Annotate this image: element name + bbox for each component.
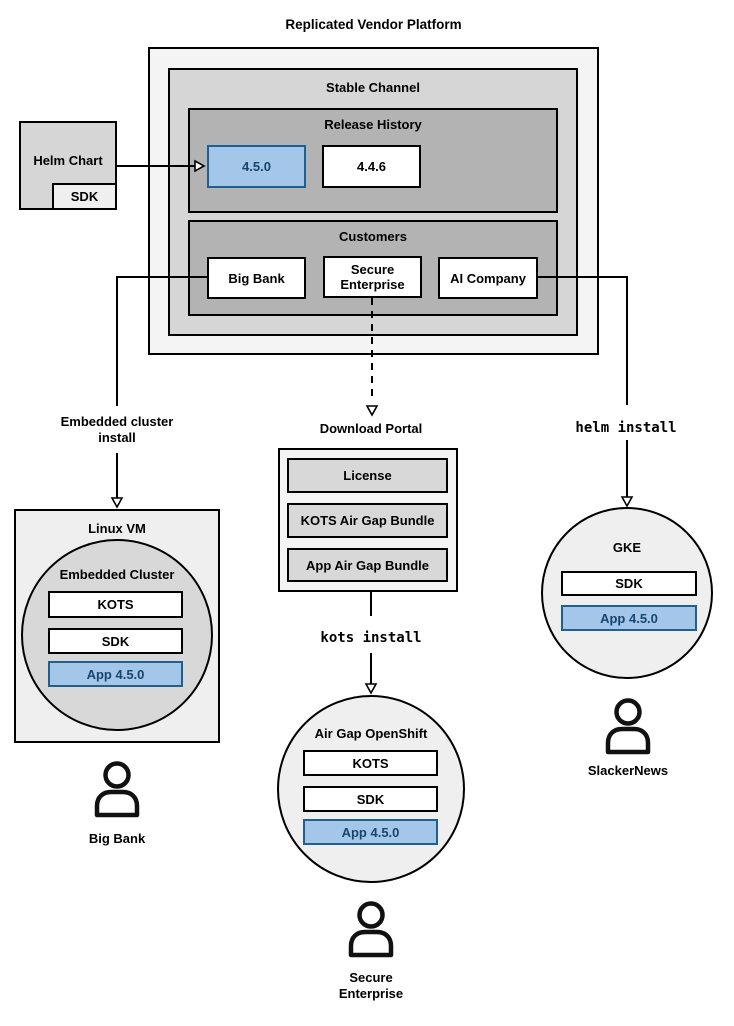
gke-arrowhead-icon [620,496,634,508]
customer-big-bank: Big Bank [207,257,306,299]
openshift-arrowhead-icon [364,683,378,695]
kots-install-label: kots install [320,630,422,646]
download-portal-box: License KOTS Air Gap Bundle App Air Gap … [278,448,458,592]
download-portal-label: Download Portal [319,421,423,436]
stable-channel-label: Stable Channel [326,80,420,95]
ec-sdk-box: SDK [48,628,183,654]
secure-enterprise-person-icon [348,901,394,958]
helm-chart-box: Helm Chart SDK [19,121,117,210]
slackernews-persona-label: SlackerNews [587,763,669,778]
embedded-cluster-circle: Embedded Cluster KOTS SDK App 4.5.0 [21,539,213,731]
portal-item-kots-bundle: KOTS Air Gap Bundle [287,503,448,538]
platform-box: Stable Channel Release History 4.5.0 4.4… [148,47,599,355]
helm-install-label: helm install [575,420,677,436]
secure-enterprise-persona-label: Secure Enterprise [338,970,404,1001]
big-bank-person-icon [94,761,140,818]
openshift-app-box: App 4.5.0 [303,819,438,845]
gke-circle: GKE SDK App 4.5.0 [541,507,713,679]
stable-channel-box: Stable Channel Release History 4.5.0 4.4… [168,68,578,336]
openshift-kots-box: KOTS [303,750,438,776]
download-portal-arrowhead-icon [365,405,379,417]
air-gap-openshift-label: Air Gap OpenShift [314,726,428,741]
portal-item-license: License [287,458,448,493]
linux-vm-label: Linux VM [88,521,146,536]
embedded-cluster-install-label: Embedded cluster install [60,414,174,445]
release-4-4-6-box: 4.4.6 [322,145,421,188]
gke-sdk-box: SDK [561,571,697,596]
portal-item-app-bundle: App Air Gap Bundle [287,548,448,582]
big-bank-persona-label: Big Bank [88,831,146,846]
customers-box: Customers Big Bank Secure Enterprise AI … [188,220,558,316]
gke-app-box: App 4.5.0 [561,605,697,631]
customer-secure-enterprise: Secure Enterprise [323,256,422,298]
release-history-box: Release History 4.5.0 4.4.6 [188,108,558,213]
linux-vm-box: Linux VM Embedded Cluster KOTS SDK App 4… [14,509,220,743]
ec-app-box: App 4.5.0 [48,661,183,687]
slackernews-person-icon [605,698,651,755]
helm-chart-label: Helm Chart [33,153,103,168]
customers-label: Customers [339,229,407,244]
release-4-5-0-box: 4.5.0 [207,145,306,188]
embedded-cluster-label: Embedded Cluster [59,567,175,582]
diagram-title: Replicated Vendor Platform [285,17,462,32]
release-history-label: Release History [324,117,422,132]
customer-ai-company: AI Company [438,257,538,299]
helm-sdk-box: SDK [52,183,117,210]
gke-label: GKE [612,540,642,555]
openshift-sdk-box: SDK [303,786,438,812]
linux-vm-arrowhead-icon [110,497,124,509]
ec-kots-box: KOTS [48,591,183,618]
air-gap-openshift-circle: Air Gap OpenShift KOTS SDK App 4.5.0 [277,695,465,883]
